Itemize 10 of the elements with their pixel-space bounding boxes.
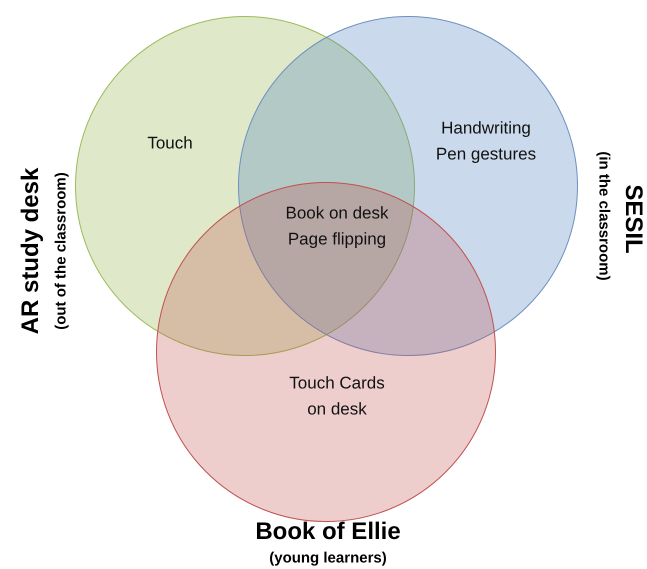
set-subtitle: (in the classroom) (596, 151, 612, 281)
set-title: SESIL (619, 184, 647, 254)
set-subtitle: (out of the classroom) (52, 172, 70, 330)
region-label: Book on desk Page flipping (284, 202, 390, 250)
set-subtitle: (young learners) (269, 550, 387, 566)
region-label: Touch Cards on desk (288, 372, 386, 420)
region-label: Touch (146, 132, 194, 154)
set-title: AR study desk (17, 168, 45, 334)
region-label: Handwriting Pen gestures (434, 118, 538, 165)
set-title: Book of Ellie (255, 518, 401, 546)
